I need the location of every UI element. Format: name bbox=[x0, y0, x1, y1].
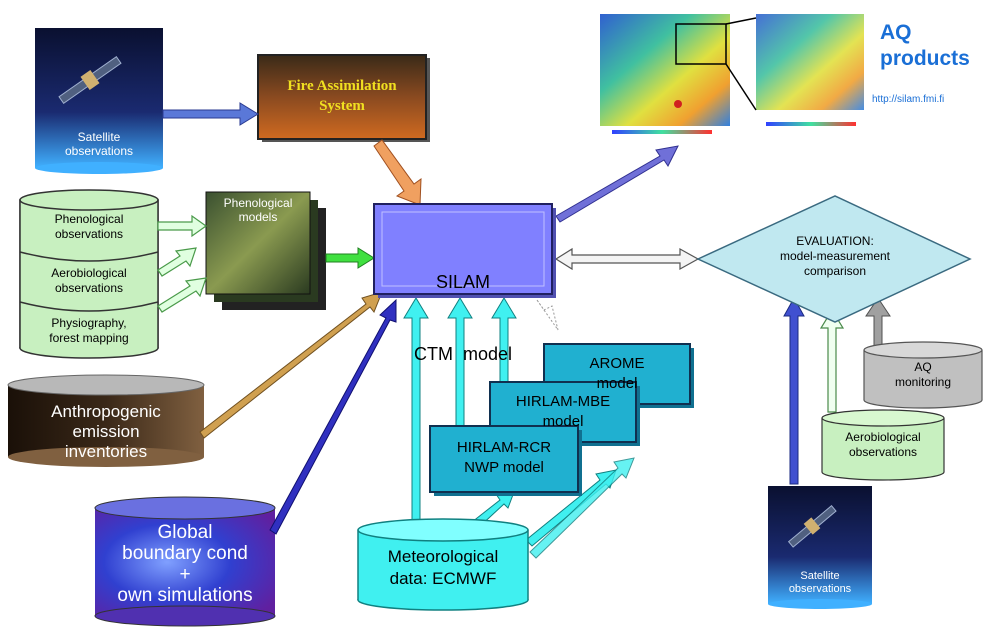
aq-monitoring-cylinder bbox=[863, 341, 983, 409]
meteo-line1: Meteorological bbox=[387, 547, 499, 566]
phenological-models-stack bbox=[205, 191, 326, 310]
satellite-top-line1: Satellite bbox=[77, 130, 121, 144]
arrow-global-to-silam bbox=[269, 298, 397, 535]
aero-right-line2: observations bbox=[848, 445, 918, 459]
arrow-aero-to-evaluation bbox=[819, 308, 845, 413]
fire-line2: System bbox=[319, 98, 365, 114]
db-aerobiological-line2: observations bbox=[54, 281, 124, 295]
fire-assimilation-label: Fire Assimilation System bbox=[258, 76, 426, 116]
aq-monitoring-line2: monitoring bbox=[894, 375, 952, 389]
left-database-stack bbox=[19, 189, 159, 359]
db-aerobiological-line1: Aerobiological bbox=[51, 266, 127, 280]
db-phenological-label: Phenological observations bbox=[20, 212, 158, 242]
arrow-fire-to-silam bbox=[373, 139, 422, 206]
fire-assimilation-box bbox=[257, 54, 430, 142]
hirlam-rcr-label: HIRLAM-RCR NWP model bbox=[430, 438, 578, 478]
evaluation-line3: comparison bbox=[803, 264, 867, 278]
evaluation-line1: EVALUATION: bbox=[796, 234, 874, 248]
arrow-silam-evaluation bbox=[554, 247, 700, 271]
arrow-anthropogenic-to-silam bbox=[199, 291, 383, 439]
evaluation-line2: model-measurement bbox=[779, 249, 891, 263]
phenological-models-line1: Phenological bbox=[223, 196, 293, 210]
aero-right-label: Aerobiological observations bbox=[822, 430, 944, 460]
silam-box bbox=[373, 203, 556, 298]
hirlam-mbe-line2: model bbox=[542, 413, 584, 430]
nwp-boxes bbox=[429, 343, 694, 496]
aero-right-line1: Aerobiological bbox=[845, 430, 921, 444]
arrows-meteo-to-nwp bbox=[471, 457, 635, 559]
global-line1: Global bbox=[157, 522, 213, 543]
db-physiography-line1: Physiography, bbox=[51, 316, 127, 330]
phenological-models-line2: models bbox=[238, 210, 278, 224]
aq-product-maps bbox=[600, 14, 864, 134]
arrow-phenological-to-silam bbox=[325, 247, 375, 269]
satellite-top-image bbox=[35, 28, 163, 174]
anthropogenic-line1: Anthropogenic bbox=[51, 402, 161, 421]
db-phenological-line2: observations bbox=[54, 227, 124, 241]
hirlam-rcr-line2: NWP model bbox=[464, 459, 544, 476]
aq-products-line1: AQ bbox=[880, 21, 912, 44]
silam-line1: SILAM bbox=[435, 272, 491, 292]
anthropogenic-label: Anthropogenic emission inventories bbox=[8, 402, 204, 462]
db-physiography-line2: forest mapping bbox=[49, 331, 129, 345]
hirlam-mbe-label: HIRLAM-MBE model bbox=[490, 392, 636, 432]
global-line4: own simulations bbox=[117, 585, 253, 606]
aq-monitoring-line1: AQ bbox=[914, 360, 932, 374]
db-physiography-label: Physiography, forest mapping bbox=[20, 316, 158, 346]
global-line3: + bbox=[179, 564, 191, 585]
aero-right-cylinder bbox=[821, 409, 945, 481]
meteo-cylinder bbox=[357, 518, 529, 611]
fire-line1: Fire Assimilation bbox=[287, 78, 397, 94]
satellite-bottom-line1: Satellite bbox=[800, 570, 840, 582]
silam-label: SILAM CTM model bbox=[374, 222, 552, 390]
anthropogenic-line2: emission bbox=[72, 422, 140, 441]
arome-line2: model bbox=[596, 375, 638, 392]
arome-label: AROME model bbox=[544, 354, 690, 394]
aq-products-line2: products bbox=[880, 47, 970, 70]
db-aerobiological-label: Aerobiological observations bbox=[20, 266, 158, 296]
arrow-sat-to-fire bbox=[162, 102, 259, 126]
global-label: Global boundary cond + own simulations bbox=[80, 522, 290, 606]
arrows-meteo-to-silam bbox=[403, 297, 559, 521]
satellite-top-label: Satellite observations bbox=[35, 130, 163, 158]
evaluation-label: EVALUATION: model-measurement comparison bbox=[740, 234, 930, 279]
arrow-satellite-to-evaluation bbox=[783, 296, 805, 485]
satellite-top-line2: observations bbox=[64, 144, 134, 158]
evaluation-diamond bbox=[696, 195, 972, 323]
arrows-db-to-phenological bbox=[157, 214, 208, 313]
satellite-bottom-image bbox=[768, 486, 872, 609]
anthropogenic-cylinder bbox=[7, 374, 205, 467]
satellite-bottom-line2: observations bbox=[788, 583, 852, 595]
hirlam-mbe-line1: HIRLAM-MBE bbox=[515, 393, 611, 410]
aq-products-title: AQ products bbox=[880, 20, 985, 72]
phenological-models-label: Phenological models bbox=[206, 196, 310, 224]
meteo-line2: data: ECMWF bbox=[389, 569, 497, 588]
hirlam-rcr-line1: HIRLAM-RCR bbox=[456, 439, 552, 456]
aq-monitoring-label: AQ monitoring bbox=[864, 360, 982, 390]
arrow-silam-to-aq bbox=[555, 145, 679, 223]
db-phenological-line1: Phenological bbox=[54, 212, 124, 226]
silam-line2: CTM model bbox=[413, 344, 512, 364]
aq-products-url[interactable]: http://silam.fmi.fi bbox=[872, 94, 945, 105]
anthropogenic-line3: inventories bbox=[64, 442, 148, 461]
meteo-label: Meteorological data: ECMWF bbox=[358, 546, 528, 590]
satellite-bottom-label: Satellite observations bbox=[768, 570, 872, 596]
arome-line1: AROME bbox=[589, 355, 645, 372]
global-line2: boundary cond bbox=[122, 543, 248, 564]
global-cylinder bbox=[94, 496, 276, 627]
